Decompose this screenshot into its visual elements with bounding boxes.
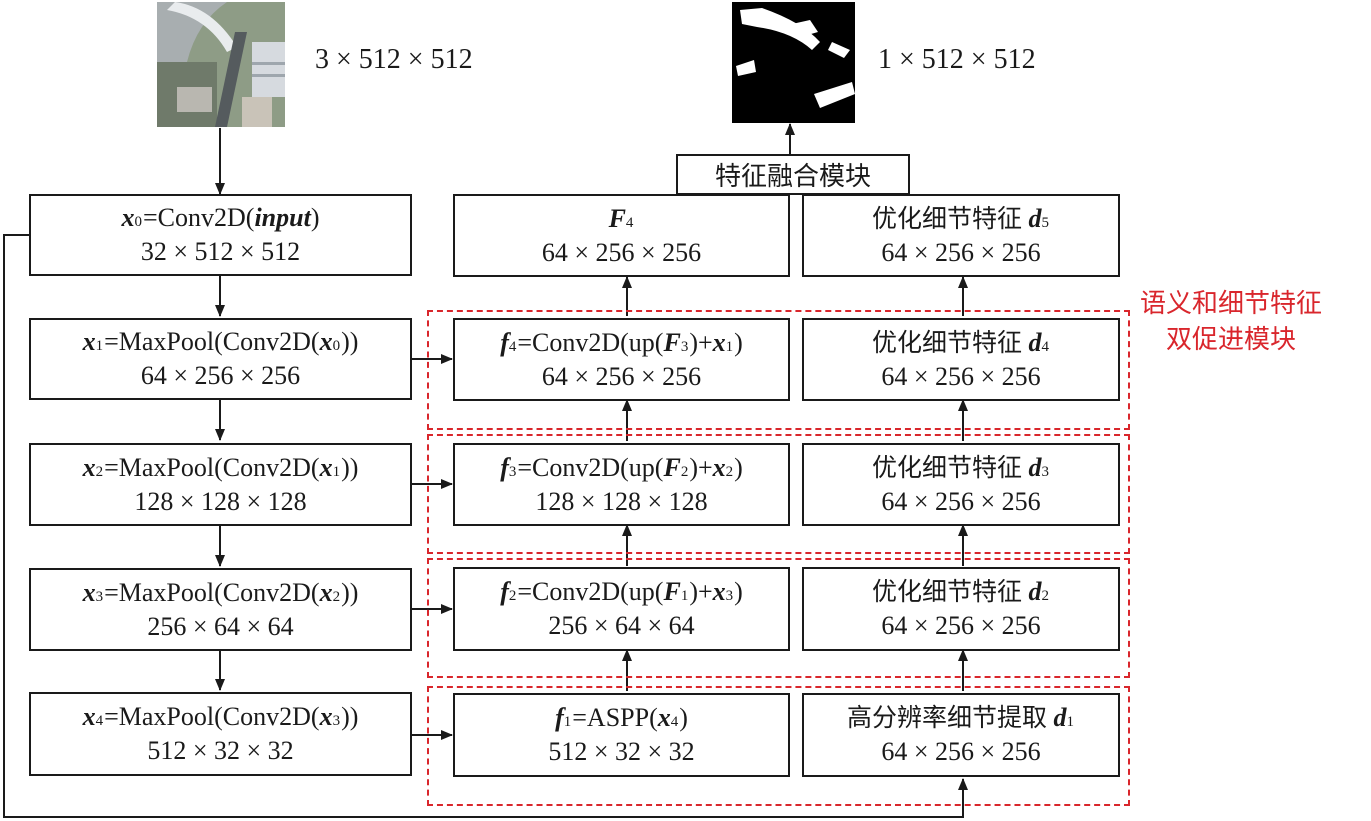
f3-plus: )+ (689, 452, 713, 482)
d2-dims: 64 × 256 × 256 (881, 611, 1041, 640)
enc0-dims: 32 × 512 × 512 (140, 237, 301, 266)
d5-var: d (1028, 203, 1042, 233)
enc2-close: )) (341, 452, 359, 482)
input-image (157, 2, 285, 127)
d1-dims: 64 × 256 × 256 (881, 737, 1041, 766)
f1-expr: =ASPP( (572, 703, 658, 732)
d3-label: 优化细节特征 (871, 452, 1022, 482)
d4-dims: 64 × 256 × 256 (881, 361, 1041, 391)
d2-label: 优化细节特征 (871, 577, 1022, 606)
d5-label: 优化细节特征 (871, 203, 1022, 233)
f4-expr: =Conv2D(up( (517, 327, 664, 357)
enc1-dims: 64 × 256 × 256 (140, 361, 301, 390)
f4-plus: )+ (689, 327, 713, 357)
f2-dims: 256 × 64 × 64 (548, 611, 695, 640)
module-outline-level4 (427, 310, 1130, 430)
d5-dims: 64 × 256 × 256 (881, 237, 1041, 267)
enc3-arg: x (319, 577, 333, 607)
f3-var: f (500, 452, 509, 482)
d3-dims: 64 × 256 × 256 (881, 486, 1041, 516)
enc0-var: x (121, 203, 135, 232)
enc3-expr: =MaxPool(Conv2D( (104, 577, 320, 607)
enc2-var: x (82, 452, 96, 482)
f3-expr: =Conv2D(up( (517, 452, 664, 482)
enc3-dims: 256 × 64 × 64 (147, 611, 294, 641)
F4-var: F (608, 203, 626, 233)
f1-var: f (555, 703, 564, 732)
enc2-arg: x (319, 452, 333, 482)
enc0-expr: =Conv2D( (143, 203, 255, 232)
module-outline-level2 (427, 558, 1130, 678)
module-outline-level1 (427, 686, 1130, 806)
f3-close: ) (734, 452, 743, 482)
enc1-var: x (82, 327, 96, 356)
enc4-expr: =MaxPool(Conv2D( (104, 702, 320, 731)
d3-var: d (1028, 452, 1042, 482)
enc4-var: x (82, 702, 96, 731)
module-annotation: 语义和细节特征 双促进模块 (1140, 286, 1322, 358)
d2-var: d (1028, 577, 1042, 606)
f2-var: f (500, 577, 509, 606)
f2-skip: x (712, 577, 726, 606)
f1-dims: 512 × 32 × 32 (548, 737, 695, 766)
f3-up: F (663, 452, 681, 482)
enc1-expr: =MaxPool(Conv2D( (104, 327, 320, 356)
f2-expr: =Conv2D(up( (517, 577, 664, 606)
output-mask (732, 2, 855, 123)
d1-var: d (1053, 703, 1067, 732)
f2-plus: )+ (689, 577, 713, 606)
enc1-arg: x (319, 327, 333, 356)
f4-up: F (663, 327, 681, 357)
d4-var: d (1028, 327, 1042, 357)
f4-var: f (500, 327, 509, 357)
f1-arg: x (657, 703, 671, 732)
module-annotation-line1: 语义和细节特征 (1140, 289, 1323, 319)
enc4-dims: 512 × 32 × 32 (147, 736, 294, 765)
enc2-expr: =MaxPool(Conv2D( (104, 452, 320, 482)
f3-skip: x (712, 452, 726, 482)
enc3-var: x (82, 577, 96, 607)
enc3-close: )) (341, 577, 359, 607)
enc1-close: )) (341, 327, 359, 356)
input-size: 3 × 512 × 512 (315, 44, 473, 75)
feature-fusion-module: 特征融合模块 (676, 154, 910, 195)
module-annotation-line2: 双促进模块 (1166, 325, 1297, 355)
f3-dims: 128 × 128 × 128 (535, 486, 708, 516)
enc2-dims: 128 × 128 × 128 (134, 486, 307, 516)
module-outline-level3 (427, 434, 1130, 554)
f1-close: ) (679, 703, 688, 732)
F4-dims: 64 × 256 × 256 (541, 237, 702, 267)
enc4-close: )) (341, 702, 359, 731)
d4-label: 优化细节特征 (871, 327, 1022, 357)
f4-dims: 64 × 256 × 256 (541, 361, 702, 391)
d1-label: 高分辨率细节提取 (846, 703, 1047, 732)
f4-skip: x (712, 327, 726, 357)
enc0-arg: input (254, 203, 311, 232)
enc4-arg: x (319, 702, 333, 731)
f2-up: F (663, 577, 681, 606)
output-size: 1 × 512 × 512 (878, 44, 1036, 75)
f4-close: ) (734, 327, 743, 357)
enc0-close: ) (310, 203, 320, 232)
f2-close: ) (734, 577, 743, 606)
